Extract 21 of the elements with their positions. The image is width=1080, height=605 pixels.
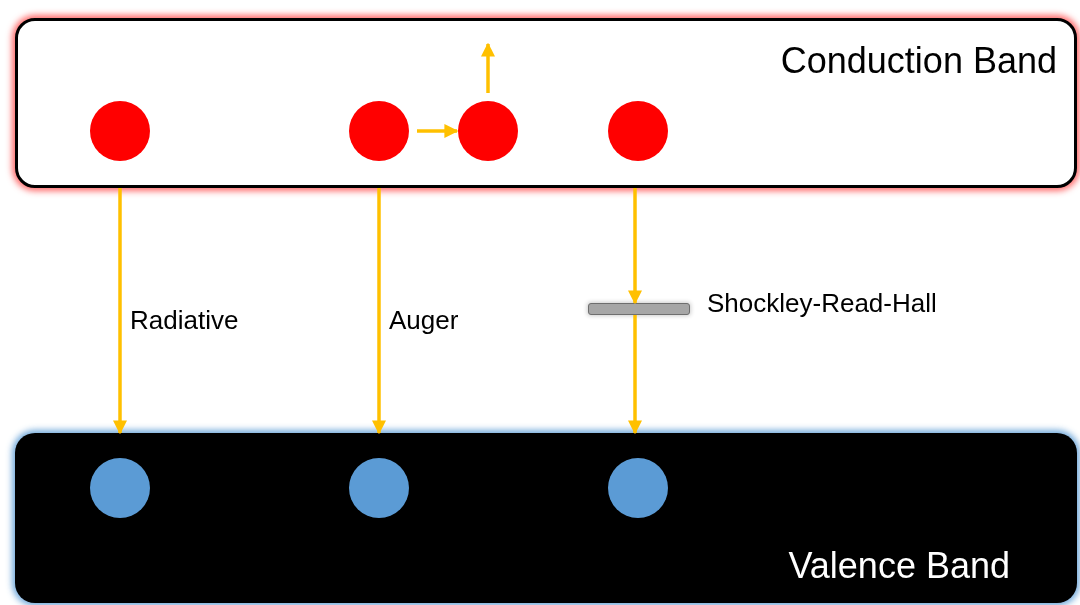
electron-circle	[349, 101, 409, 161]
edge-label: Radiative	[130, 306, 239, 333]
arrow	[628, 315, 642, 435]
arrow	[113, 188, 127, 435]
trap-level-bar	[588, 303, 690, 315]
arrow	[628, 188, 642, 305]
edge-label: Auger	[389, 306, 459, 333]
hole-circle	[608, 458, 668, 518]
process-label: Shockley-Read-Hall	[707, 290, 937, 316]
electron-circle	[458, 101, 518, 161]
valence-band	[15, 433, 1077, 603]
arrow	[372, 188, 386, 435]
arrow	[417, 124, 459, 138]
conduction-band	[15, 18, 1077, 188]
electron-circle	[90, 101, 150, 161]
hole-circle	[90, 458, 150, 518]
arrow	[481, 42, 495, 93]
band-label: Conduction Band	[780, 43, 1057, 79]
band-label: Valence Band	[788, 548, 1010, 584]
electron-circle	[608, 101, 668, 161]
hole-circle	[349, 458, 409, 518]
